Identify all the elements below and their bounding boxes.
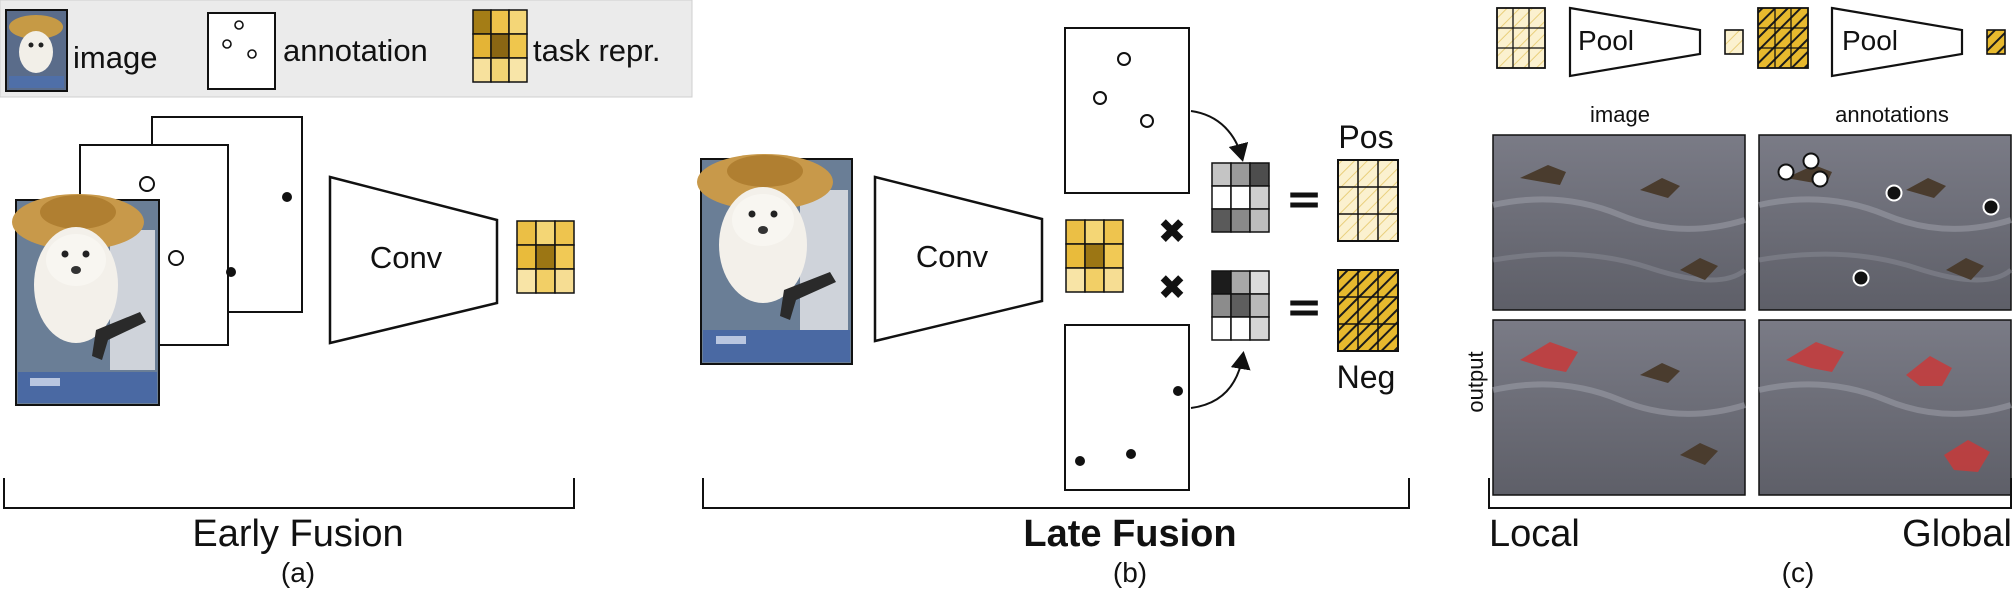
local-label: Local xyxy=(1489,513,1580,555)
positive-annotation-page xyxy=(1064,27,1190,194)
legend-image-thumbnail xyxy=(5,9,68,92)
neg-weight-grid xyxy=(1211,270,1270,341)
neg-task-repr-grid xyxy=(1337,269,1399,352)
equals-sign-top: = xyxy=(1286,174,1323,225)
neg-pooled-cell xyxy=(1986,29,2006,55)
pool-block-2 xyxy=(1830,6,1964,78)
dog-photo-b xyxy=(697,154,853,365)
arrow-to-neg-weights xyxy=(1190,351,1251,409)
bird-photo-annotations xyxy=(1758,134,2013,311)
legend-image-label: image xyxy=(73,40,157,75)
pos-weight-grid xyxy=(1211,162,1270,233)
arrow-to-pos-weights xyxy=(1190,110,1249,162)
legend-annotation-box xyxy=(207,12,276,90)
column-header-image: image xyxy=(1590,102,1650,127)
legend-background xyxy=(0,0,693,98)
multiply-sign-bottom: ✖ xyxy=(1158,268,1187,308)
task-repr-grid-b xyxy=(1065,219,1124,293)
panel-a-subcaption: (a) xyxy=(281,557,315,588)
pool-label-2: Pool xyxy=(1842,25,1898,56)
multiply-sign-top: ✖ xyxy=(1158,212,1187,252)
conv-label-b: Conv xyxy=(916,239,989,274)
panel-b-late-fusion: Conv ✖ ✖ xyxy=(697,27,1410,588)
global-label: Global xyxy=(1902,513,2012,555)
row-label-output: output xyxy=(1463,351,1488,412)
panel-c-subcaption: (c) xyxy=(1782,557,1815,588)
conv-label-a: Conv xyxy=(370,240,443,275)
bird-output-local xyxy=(1492,319,1746,496)
equals-sign-bottom: = xyxy=(1286,282,1323,333)
conv-block-a xyxy=(328,175,499,345)
conv-block-b xyxy=(873,175,1044,343)
neg-grid-small xyxy=(1757,7,1809,69)
pos-pooled-cell xyxy=(1724,29,1744,55)
legend: image annotation task repr. xyxy=(0,0,693,98)
pos-grid-small xyxy=(1496,7,1546,69)
panel-b-title: Late Fusion xyxy=(1023,513,1236,555)
dog-photo-a xyxy=(12,194,160,406)
bracket-a xyxy=(3,478,575,509)
legend-annotation-label: annotation xyxy=(283,33,428,68)
bracket-b xyxy=(702,478,1410,509)
neg-label: Neg xyxy=(1337,359,1396,395)
legend-task-repr-grid xyxy=(472,9,528,83)
pool-block-1 xyxy=(1568,6,1702,78)
pos-task-repr-grid xyxy=(1337,159,1399,242)
panel-b-subcaption: (b) xyxy=(1113,557,1147,588)
pos-label: Pos xyxy=(1338,119,1393,155)
legend-task-repr-label: task repr. xyxy=(533,33,661,68)
panel-a-title: Early Fusion xyxy=(192,513,403,555)
panel-c-local-global: Pool Pool image annotations output xyxy=(1463,6,2013,588)
bird-photo-image xyxy=(1492,134,1747,311)
pool-label-1: Pool xyxy=(1578,25,1634,56)
column-header-annotations: annotations xyxy=(1835,102,1949,127)
bird-output-global xyxy=(1758,319,2012,496)
bracket-c xyxy=(1488,478,2012,509)
panel-a-early-fusion: Conv Early Fusion (a) xyxy=(3,116,575,588)
task-repr-grid-a xyxy=(516,220,575,294)
negative-annotation-page xyxy=(1064,324,1190,491)
